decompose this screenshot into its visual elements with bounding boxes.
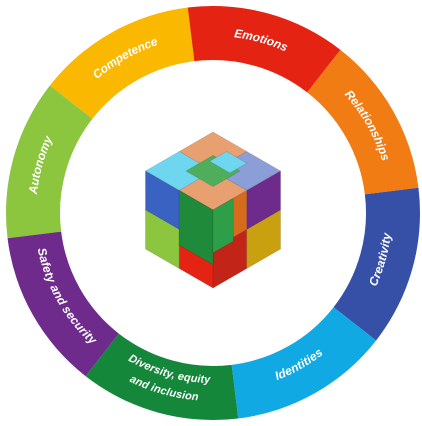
segment-3 [307,49,419,195]
cube-top-block-highlight [208,151,248,174]
segment-2 [187,5,341,93]
cube-front-pillar-left [178,189,214,266]
segment-4 [333,187,420,341]
cube-front-pillar-right [212,197,234,254]
segment-1 [49,7,195,119]
segment-6 [85,333,239,421]
center-cube-icon [144,131,282,289]
segment-7 [7,231,119,377]
segment-5 [231,307,377,419]
cube-right-block-3 [246,209,281,270]
wheel-ring [5,5,420,421]
segment-0 [5,85,93,239]
